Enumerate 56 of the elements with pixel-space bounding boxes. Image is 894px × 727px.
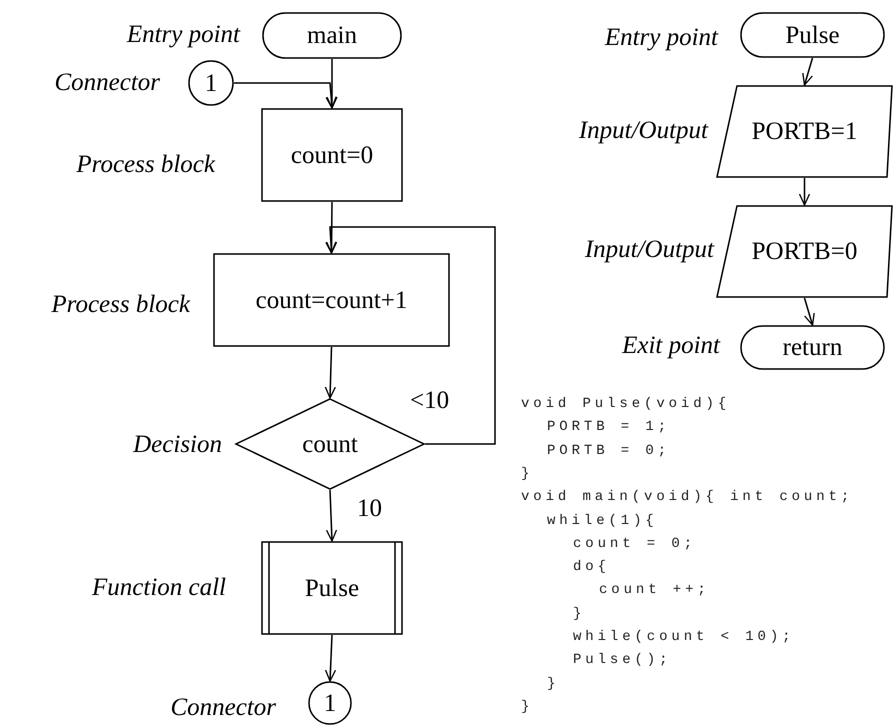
connector-circle	[308, 681, 352, 725]
input-output-parallelogram	[716, 85, 893, 178]
arrow	[804, 298, 815, 326]
arrow	[802, 58, 814, 86]
arrow	[326, 202, 338, 254]
code-line: }	[547, 676, 560, 691]
code-line: PORTB = 0;	[547, 444, 670, 458]
code-line: void Pulse(void){	[521, 397, 730, 411]
code-line: PORTB = 1;	[547, 420, 670, 434]
node-text: count=count+1	[256, 288, 408, 312]
code-line: void main(void){ int count;	[521, 490, 854, 504]
code-line: while(1){	[547, 514, 658, 528]
node-text: Pulse	[304, 576, 360, 600]
arrow	[324, 346, 336, 399]
code-line: }	[573, 606, 586, 621]
code-line: count = 0;	[573, 536, 696, 551]
node-text: Pulse	[785, 22, 840, 48]
node-text: 1	[324, 690, 336, 716]
shape-caption: Entry point	[604, 25, 718, 50]
function-call-box	[261, 541, 403, 635]
arrow	[326, 490, 338, 542]
arrow	[324, 634, 336, 682]
node-text: 1	[204, 70, 218, 96]
shape-caption: Entry point	[126, 22, 240, 47]
shape-caption: Decision	[133, 432, 222, 457]
arrow	[234, 82, 337, 109]
connector-circle	[188, 60, 234, 106]
terminal-shape	[740, 12, 885, 58]
shape-caption: Process block	[51, 292, 190, 317]
shape-caption: Input/Output	[584, 237, 714, 262]
shape-caption: Exit point	[622, 333, 720, 358]
code-line: while(count < 10);	[573, 630, 794, 644]
shape-caption: Process block	[76, 152, 215, 177]
node-text: main	[307, 23, 357, 48]
shape-caption: Connector	[54, 70, 160, 95]
code-line: count ++;	[599, 583, 710, 598]
node-text: PORTB=0	[752, 239, 858, 264]
node-text: count	[302, 432, 358, 456]
arrow	[798, 178, 810, 206]
terminal-shape	[740, 325, 885, 370]
arrow	[325, 226, 496, 445]
terminal-shape	[262, 12, 402, 59]
node-text: return	[782, 335, 842, 360]
process-box	[213, 253, 450, 347]
process-box	[261, 108, 403, 202]
shape-caption: Function call	[92, 575, 226, 600]
code-line: do{	[573, 560, 610, 574]
node-text: PORTB=1	[752, 119, 858, 144]
arrow	[326, 59, 338, 109]
input-output-parallelogram	[716, 205, 893, 298]
code-line: }	[521, 700, 534, 714]
shape-caption: Input/Output	[578, 118, 708, 143]
shape-caption: Connector	[170, 695, 276, 720]
code-line: Pulse();	[573, 653, 672, 668]
code-line: }	[521, 466, 534, 481]
node-text: count=0	[290, 142, 374, 168]
